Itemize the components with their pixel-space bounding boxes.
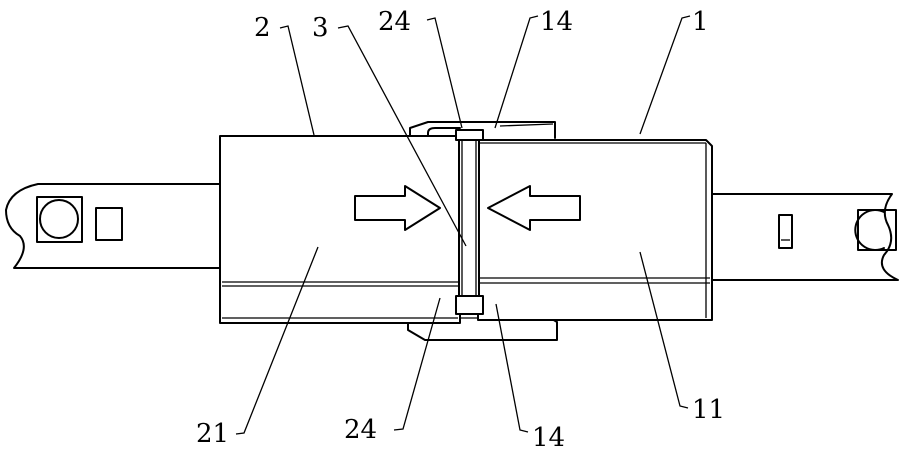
arrow-right-icon [354,185,441,231]
reference-labels: 2 3 24 14 1 21 24 14 11 [196,7,725,453]
label-housing-2: 2 [254,13,271,43]
left-cable [5,183,221,269]
label-latch-14-top: 14 [540,7,573,37]
right-cable [711,193,899,281]
label-latch-14-bottom: 14 [532,423,565,453]
label-tab-24-top: 24 [378,7,411,37]
label-body-11: 11 [692,395,725,425]
housing-1 [477,139,713,321]
insert-3 [455,129,484,315]
arrow-left-icon [487,185,581,231]
housing-2 [219,135,461,324]
label-body-21: 21 [196,419,229,449]
label-tab-24-bottom: 24 [344,415,377,445]
label-housing-1: 1 [692,7,709,37]
label-insert-3: 3 [312,13,329,43]
leader-lines [235,15,691,435]
